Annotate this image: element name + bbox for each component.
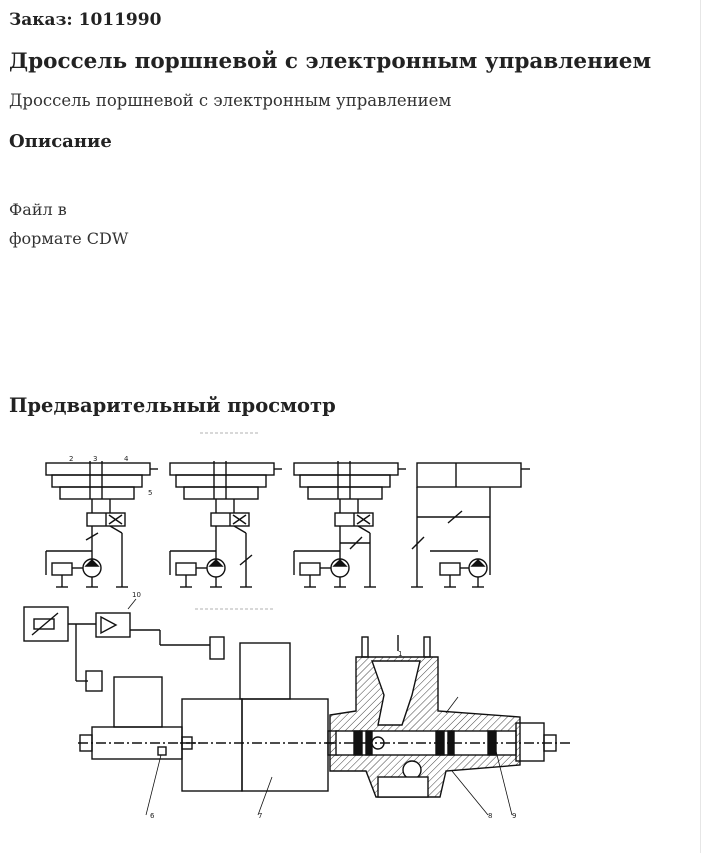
description-heading: Описание <box>9 131 112 152</box>
hydraulic-scheme-4 <box>411 462 530 588</box>
callout-number: 2 <box>69 455 73 463</box>
callout-number: 6 <box>150 812 155 820</box>
callout-number: 3 <box>93 455 97 463</box>
callout-number: 7 <box>258 812 262 820</box>
callout-number: 9 <box>512 812 516 820</box>
callout-number: 1 <box>398 650 402 658</box>
callout-number: 5 <box>148 489 152 497</box>
order-number: Заказ: 1011990 <box>9 10 162 30</box>
callout-number: 10 <box>132 591 141 599</box>
callout-number: 4 <box>124 455 129 463</box>
solenoid-body <box>180 636 340 792</box>
product-title: Дроссель поршневой с электронным управле… <box>9 49 652 74</box>
control-electronics <box>23 606 210 682</box>
preview-heading: Предварительный просмотр <box>9 394 336 417</box>
valve-housing <box>326 635 570 798</box>
leader-lines <box>127 598 513 816</box>
callout-number: 8 <box>488 812 492 820</box>
hydraulic-scheme-2 <box>169 461 282 588</box>
product-subtitle: Дроссель поршневой с электронным управле… <box>9 91 452 110</box>
hydraulic-scheme-3 <box>293 461 406 588</box>
description-line: формате CDW <box>9 229 129 248</box>
description-body: Файл в формате CDW <box>9 195 128 253</box>
hydraulic-scheme-1 <box>45 461 158 588</box>
description-line: Файл в <box>9 200 67 219</box>
preview-drawing: 1 2 3 4 5 6 7 8 9 10 <box>0 425 600 825</box>
